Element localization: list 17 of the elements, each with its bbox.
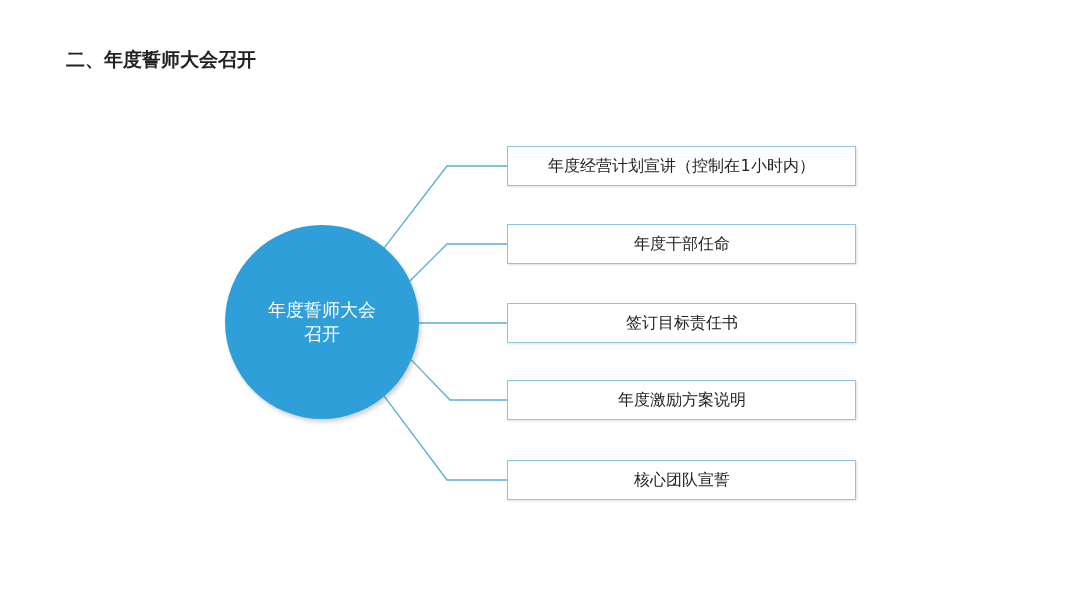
circle-label: 年度誓师大会召开 bbox=[267, 297, 377, 346]
item-box bbox=[507, 224, 856, 264]
connector-line bbox=[383, 165, 508, 249]
item-box bbox=[507, 380, 856, 420]
connector-line bbox=[410, 359, 508, 401]
item-box bbox=[507, 460, 856, 500]
connector-line bbox=[418, 322, 508, 324]
item-box bbox=[507, 303, 856, 343]
item-label: 核心团队宣誓 bbox=[633, 469, 730, 491]
item-label: 年度经营计划宣讲（控制在1小时内） bbox=[548, 155, 815, 177]
connector-line bbox=[409, 243, 508, 282]
item-label: 年度激励方案说明 bbox=[617, 389, 746, 411]
item-label: 年度干部任命 bbox=[633, 233, 730, 255]
title: 二、年度誓师大会召开 bbox=[66, 47, 256, 72]
item-box bbox=[507, 146, 856, 186]
connector-line bbox=[383, 395, 508, 481]
item-label: 签订目标责任书 bbox=[625, 312, 738, 334]
